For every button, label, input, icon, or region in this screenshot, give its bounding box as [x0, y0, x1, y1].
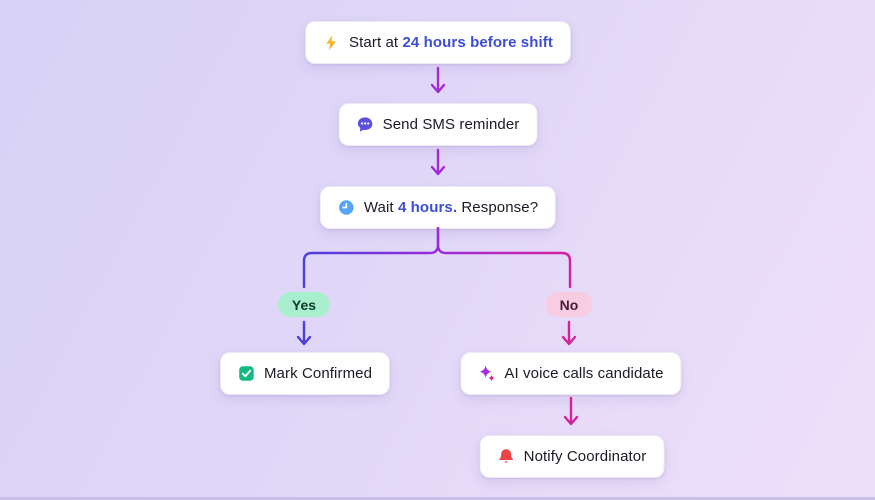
sparkles-icon	[479, 365, 495, 382]
flow-node-wait[interactable]: Wait 4 hours. Response?	[319, 186, 557, 229]
node-send-sms-label: Send SMS reminder	[382, 116, 520, 133]
node-ai-voice-label: AI voice calls candidate	[504, 365, 664, 382]
bell-icon	[499, 449, 514, 463]
chat-bubble-icon	[357, 117, 373, 132]
branch-label-yes[interactable]: Yes	[277, 292, 331, 317]
flow-node-notify-coordinator[interactable]: Notify Coordinator	[479, 435, 665, 478]
node-wait-accent: 4 hours.	[397, 199, 458, 216]
node-start-accent: 24 hours before shift	[402, 34, 553, 51]
arrow-down-sms-to-wait	[430, 148, 446, 176]
node-notify-coordinator-label: Notify Coordinator	[523, 448, 647, 465]
node-wait-label: Wait 4 hours. Response?	[363, 199, 539, 216]
flow-node-send-sms[interactable]: Send SMS reminder	[338, 103, 538, 146]
arrow-down-no	[561, 320, 577, 346]
flow-node-ai-voice[interactable]: AI voice calls candidate	[460, 352, 682, 395]
branch-connector	[302, 227, 572, 289]
arrow-down-ai-to-notify	[563, 396, 579, 426]
arrow-down-yes	[296, 320, 312, 346]
bottom-edge-strip	[0, 497, 875, 500]
lightning-icon	[326, 34, 336, 51]
node-mark-confirmed-label: Mark Confirmed	[263, 365, 373, 382]
node-start-label: Start at 24 hours before shift	[349, 34, 553, 51]
checkbox-icon	[239, 366, 254, 381]
arrow-down-start-to-sms	[430, 66, 446, 94]
flow-node-start[interactable]: Start at 24 hours before shift	[305, 21, 571, 64]
clock-icon	[339, 200, 354, 215]
branch-label-no[interactable]: No	[545, 292, 593, 317]
flow-node-mark-confirmed[interactable]: Mark Confirmed	[219, 352, 391, 395]
